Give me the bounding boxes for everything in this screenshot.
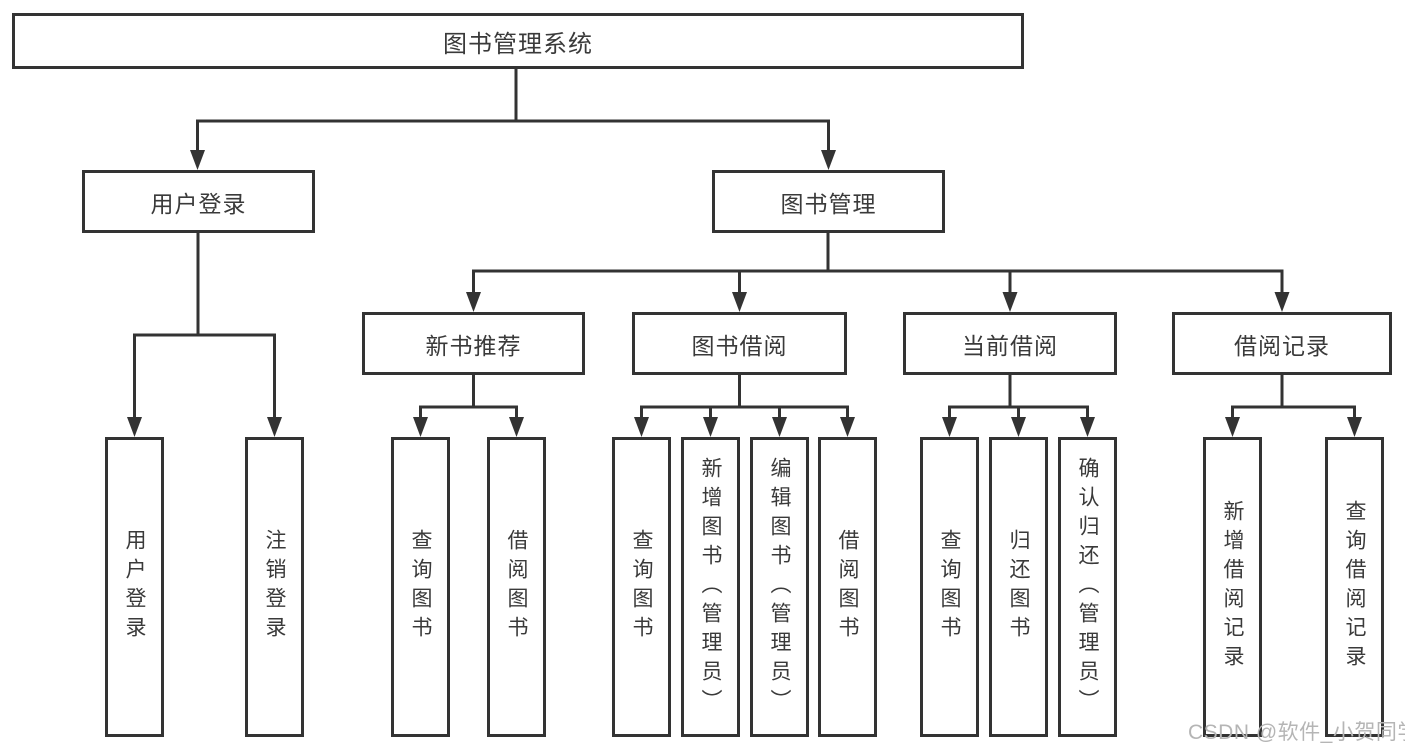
node-book-management: 图书管理 [712, 170, 945, 233]
node-new-book-recommendation: 新书推荐 [362, 312, 585, 375]
arrowhead-icon [1011, 417, 1026, 437]
leaf-label: 新增图书（管理员） [699, 456, 722, 718]
node-label: 图书管理系统 [443, 30, 593, 58]
leaf-label: 借阅图书 [505, 529, 528, 645]
leaf-label: 新增借阅记录 [1221, 500, 1244, 674]
connector-book-management-children [466, 233, 1290, 312]
leaf-add-books-admin: 新增图书（管理员） [681, 437, 740, 737]
arrowhead-icon [772, 417, 787, 437]
leaf-label: 查询图书 [409, 529, 432, 645]
leaf-user-login: 用户登录 [105, 437, 164, 737]
arrowhead-icon [267, 417, 282, 437]
leaf-borrow-books-recommend: 借阅图书 [487, 437, 546, 737]
node-label: 当前借阅 [962, 332, 1058, 359]
arrowhead-icon [840, 417, 855, 437]
node-label: 借阅记录 [1234, 332, 1330, 359]
connector-new-book-recommend-children [413, 375, 524, 437]
arrowhead-icon [413, 417, 428, 437]
leaf-query-books-recommend: 查询图书 [391, 437, 450, 737]
arrowhead-icon [1274, 292, 1290, 312]
leaf-query-books-borrow: 查询图书 [612, 437, 671, 737]
leaf-borrow-books: 借阅图书 [818, 437, 877, 737]
node-label: 用户登录 [150, 190, 247, 217]
connector-book-borrow-children [634, 375, 855, 437]
arrowhead-icon [127, 417, 142, 437]
arrowhead-icon [703, 417, 718, 437]
arrowhead-icon [1347, 417, 1362, 437]
leaf-add-borrow-record: 新增借阅记录 [1203, 437, 1262, 737]
leaf-label: 用户登录 [123, 529, 146, 645]
arrowhead-icon [942, 417, 957, 437]
leaf-label: 借阅图书 [836, 529, 859, 645]
leaf-label: 归还图书 [1007, 529, 1030, 645]
node-label: 新书推荐 [425, 332, 522, 359]
connector-borrow-records-children [1225, 375, 1362, 437]
arrowhead-icon [634, 417, 649, 437]
arrowhead-icon [1225, 417, 1240, 437]
leaf-query-books-current: 查询图书 [920, 437, 979, 737]
leaf-label: 查询借阅记录 [1343, 500, 1366, 674]
leaf-logout: 注销登录 [245, 437, 304, 737]
arrowhead-icon [732, 292, 747, 312]
arrowhead-icon [190, 150, 205, 170]
leaf-confirm-return-admin: 确认归还（管理员） [1058, 437, 1117, 737]
connector-current-borrow-children [942, 375, 1095, 437]
leaf-query-borrow-record: 查询借阅记录 [1325, 437, 1384, 737]
arrowhead-icon [509, 417, 524, 437]
connector-user-login-children [127, 233, 282, 437]
leaf-label: 编辑图书（管理员） [768, 456, 791, 718]
leaf-label: 确认归还（管理员） [1076, 456, 1099, 718]
connector-root-to-level2 [190, 69, 836, 170]
arrowhead-icon [1080, 417, 1095, 437]
node-book-borrowing: 图书借阅 [632, 312, 847, 375]
leaf-label: 注销登录 [263, 529, 286, 645]
node-library-management-system: 图书管理系统 [12, 13, 1024, 69]
leaf-return-books: 归还图书 [989, 437, 1048, 737]
arrowhead-icon [466, 292, 481, 312]
watermark: CSDN @软件_小贺同学 [1188, 721, 1405, 744]
leaf-edit-books-admin: 编辑图书（管理员） [750, 437, 809, 737]
node-label: 图书借阅 [691, 332, 788, 359]
arrowhead-icon [1002, 292, 1018, 312]
node-current-borrowing: 当前借阅 [903, 312, 1117, 375]
node-user-login: 用户登录 [82, 170, 315, 233]
leaf-label: 查询图书 [938, 529, 961, 645]
node-label: 图书管理 [780, 190, 877, 217]
leaf-label: 查询图书 [630, 529, 653, 645]
node-borrowing-records: 借阅记录 [1172, 312, 1392, 375]
arrowhead-icon [821, 150, 836, 170]
